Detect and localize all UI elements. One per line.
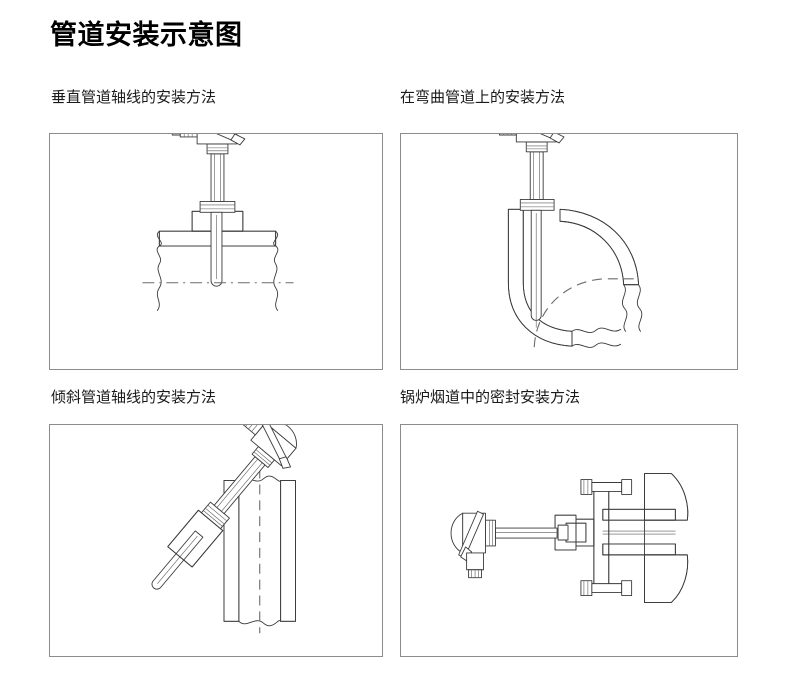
panel-curved-pipe xyxy=(400,133,738,370)
horizontal-probe-stem xyxy=(494,527,558,539)
protection-tube xyxy=(602,508,676,556)
panel-vertical-axis xyxy=(49,133,383,370)
panel-caption-inclined-axis: 倾斜管道轴线的安装方法 xyxy=(51,389,217,406)
probe-tip xyxy=(151,530,204,590)
probe-tip xyxy=(530,209,542,328)
probe-tip xyxy=(210,211,223,287)
panel-caption-boiler-flue-seal: 锅炉烟道中的密封安装方法 xyxy=(400,389,581,406)
panel-inclined-axis xyxy=(49,424,383,657)
elbow-outer-wall xyxy=(507,208,622,348)
probe-stem xyxy=(529,151,544,200)
refractory-brick-wall xyxy=(644,473,689,603)
diagram-inclined-axis xyxy=(151,425,297,634)
elbow-centerline xyxy=(533,278,640,348)
cable-gland xyxy=(466,552,484,579)
inclined-probe-stem xyxy=(213,456,266,515)
panel-caption-vertical-axis: 垂直管道轴线的安装方法 xyxy=(51,89,217,106)
probe-stem xyxy=(210,153,225,202)
thermocouple-head xyxy=(171,134,246,155)
diagram-boiler-flue-seal xyxy=(450,473,689,603)
elbow-inner-wall xyxy=(559,208,643,332)
diagram-curved-pipe xyxy=(498,134,643,348)
thermocouple-head xyxy=(498,134,565,153)
inclined-probe-assembly xyxy=(151,425,297,590)
threaded-coupling xyxy=(201,501,230,530)
page-title: 管道安装示意图 xyxy=(50,20,243,50)
packing-gland xyxy=(557,522,587,543)
thermocouple-head xyxy=(241,425,297,469)
panel-boiler-flue-seal xyxy=(400,424,738,657)
hex-nut xyxy=(199,200,236,213)
diagram-vertical-axis xyxy=(142,134,294,311)
panel-caption-curved-pipe: 在弯曲管道上的安装方法 xyxy=(400,89,566,106)
cable-gland xyxy=(241,425,264,436)
thermocouple-head xyxy=(450,510,496,579)
hex-nut xyxy=(519,198,555,211)
cable-gland xyxy=(498,134,517,136)
cable-gland xyxy=(171,134,198,138)
flange-bolt-bottom xyxy=(580,580,633,596)
bolted-flange xyxy=(593,484,610,591)
flange-bolt-top xyxy=(580,479,633,495)
